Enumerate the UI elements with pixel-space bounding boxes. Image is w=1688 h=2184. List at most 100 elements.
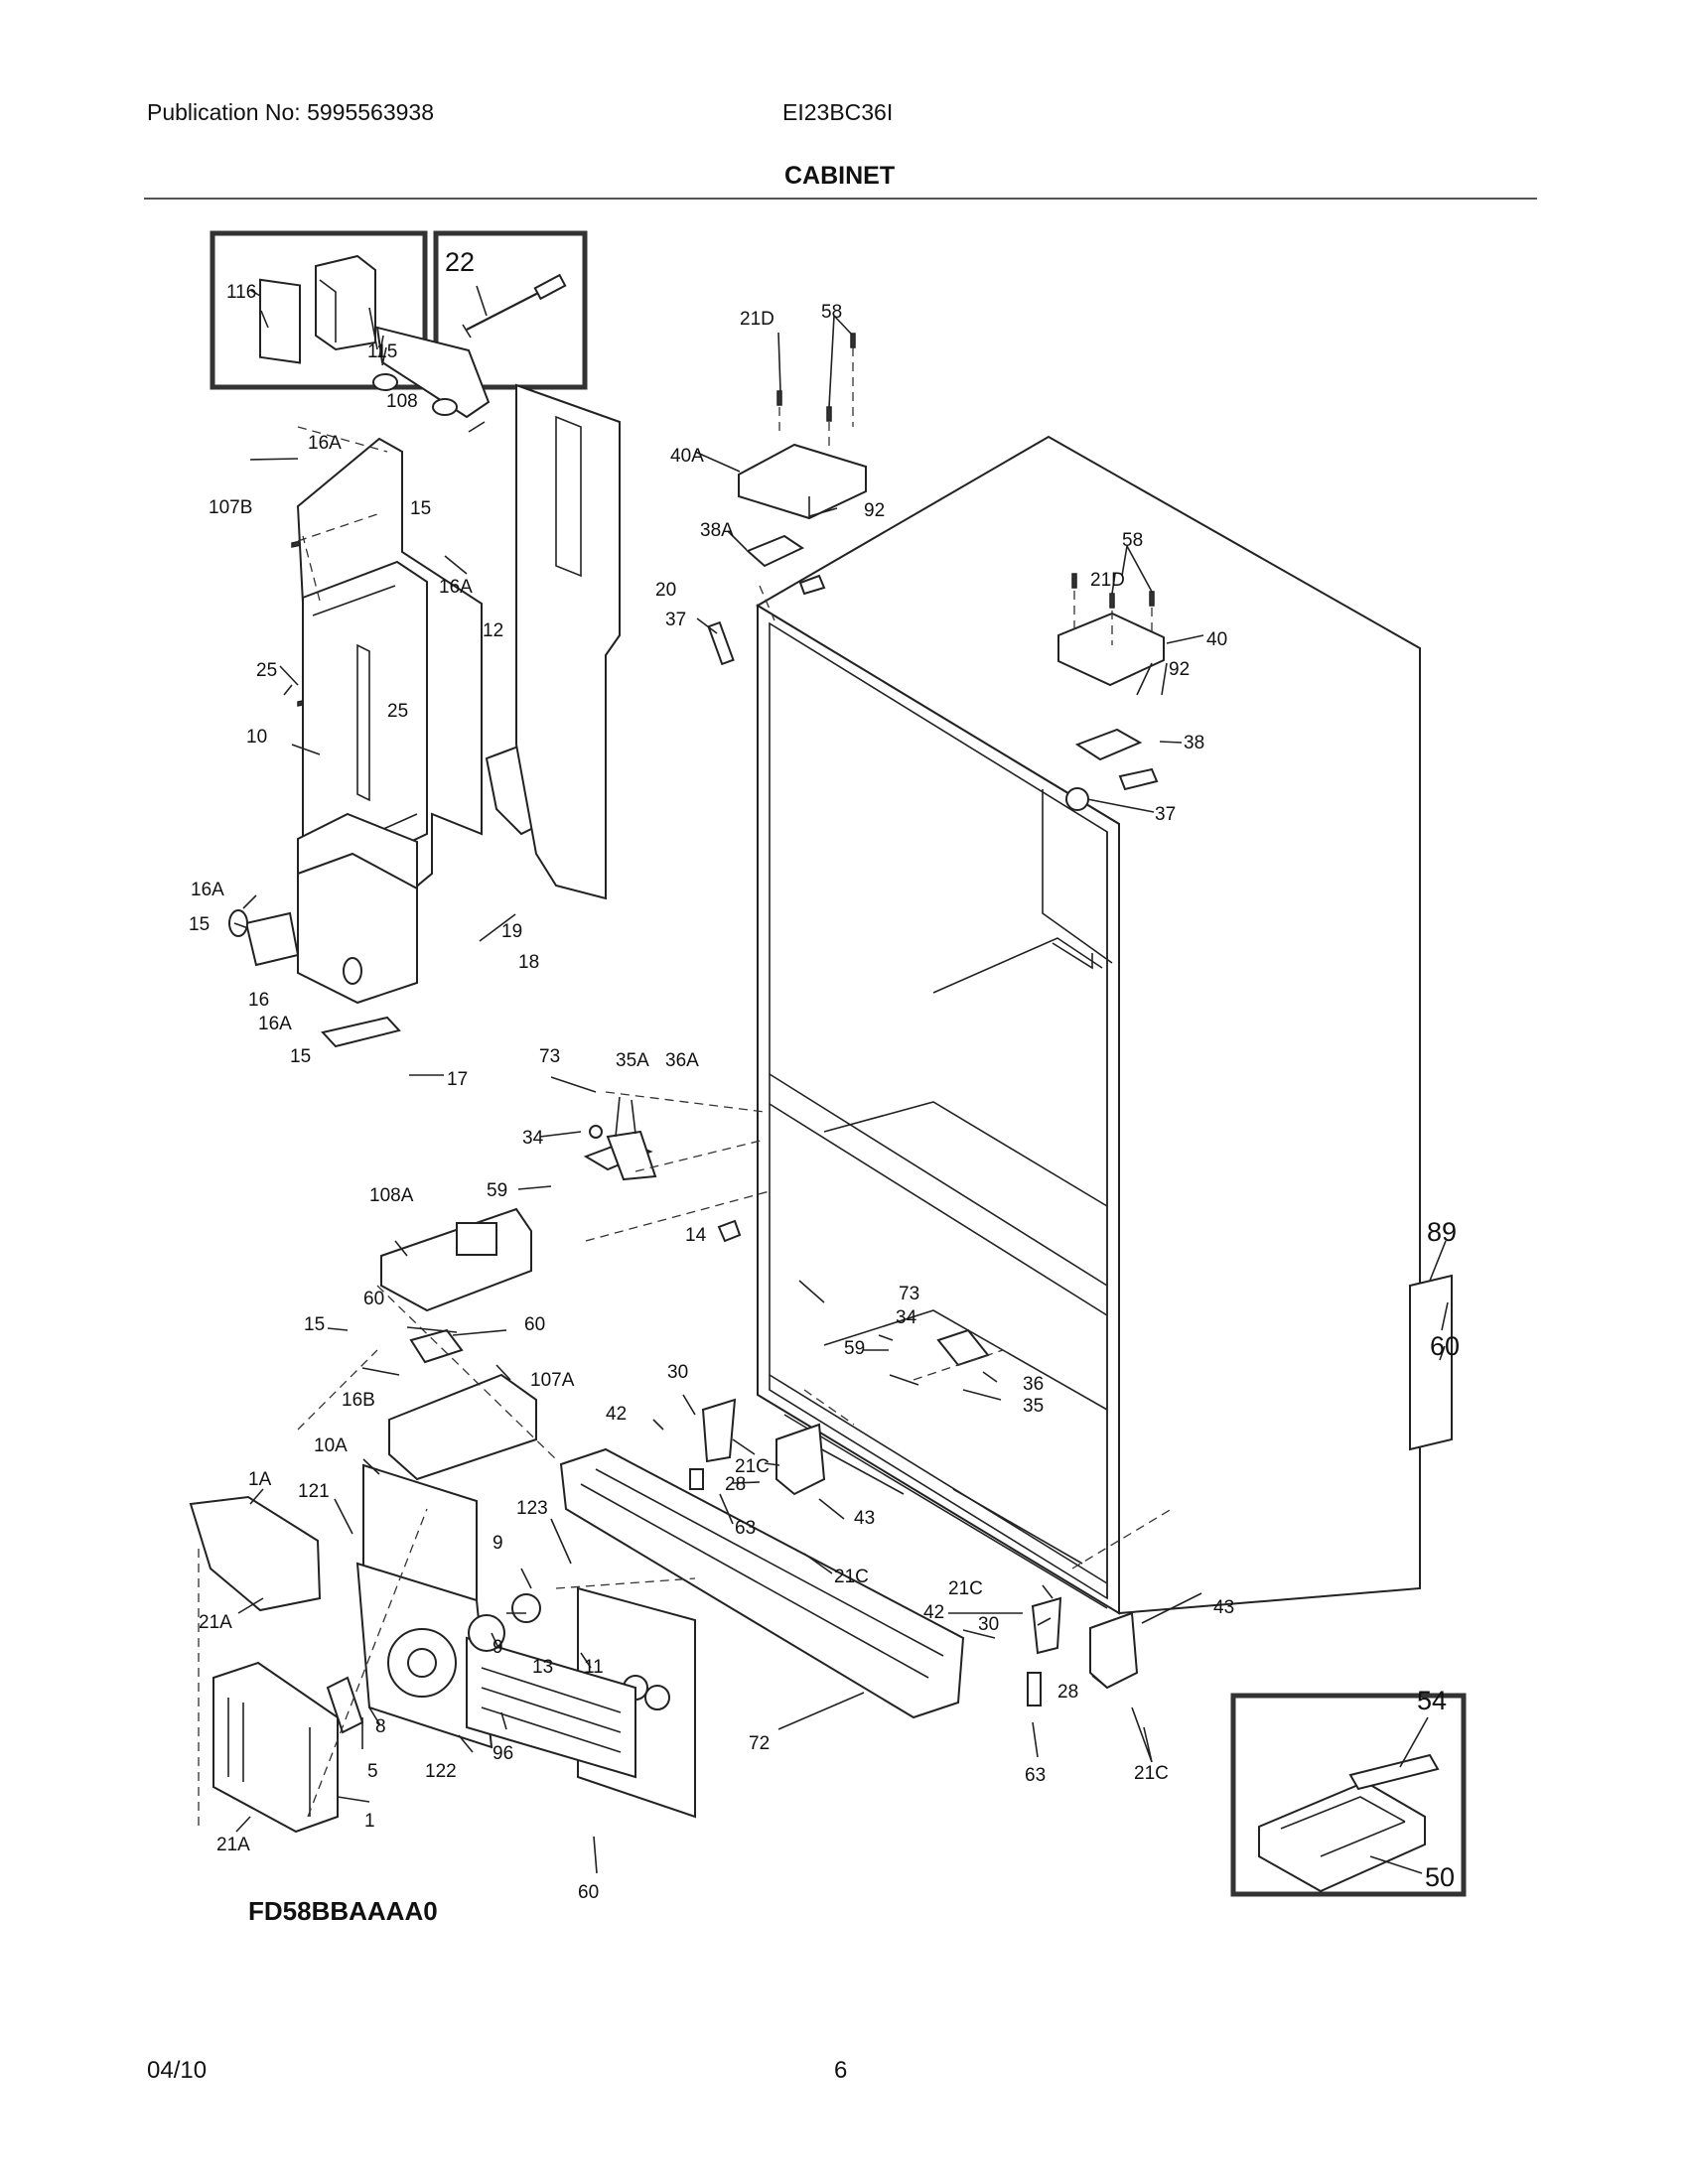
- callout-50: 50: [1425, 1862, 1455, 1892]
- callout-58: 58: [1122, 530, 1143, 551]
- callout-92: 92: [864, 500, 885, 521]
- callout-21d: 21D: [1090, 570, 1125, 591]
- callout-13: 13: [532, 1657, 553, 1678]
- callout-63: 63: [1025, 1765, 1046, 1786]
- callout-8: 8: [375, 1716, 386, 1737]
- callout-43: 43: [854, 1508, 875, 1529]
- dispenser-bezel: [189, 1495, 364, 1834]
- callout-116: 116: [226, 282, 256, 303]
- callout-18: 18: [518, 952, 539, 973]
- callout-60: 60: [363, 1289, 384, 1309]
- callout-21d: 21D: [740, 309, 774, 330]
- cabinet-body: [756, 435, 1421, 1615]
- callout-60: 60: [1430, 1331, 1460, 1361]
- callout-96: 96: [492, 1743, 513, 1764]
- callout-43: 43: [1213, 1597, 1234, 1618]
- inset-box-light-assembly: [210, 230, 428, 390]
- callout-107a: 107A: [530, 1370, 575, 1391]
- callout-40: 40: [1206, 629, 1227, 650]
- callout-21a: 21A: [216, 1835, 250, 1855]
- callout-16a: 16A: [439, 577, 473, 598]
- callout-30: 30: [978, 1614, 999, 1635]
- model-code: FD58BBAAAA0: [248, 1896, 438, 1926]
- callout-16b: 16B: [342, 1390, 375, 1411]
- callout-42: 42: [606, 1404, 627, 1425]
- callout-15: 15: [304, 1314, 325, 1335]
- callout-38: 38: [1184, 733, 1204, 753]
- callout-54: 54: [1417, 1686, 1447, 1715]
- callout-35: 35: [1023, 1396, 1044, 1417]
- air-diffuser-assembly: [380, 1207, 742, 1481]
- callout-37: 37: [1155, 804, 1176, 825]
- upper-hinge-left: [707, 443, 867, 666]
- callout-16a: 16A: [258, 1014, 292, 1034]
- footer-date: 04/10: [147, 2057, 208, 2084]
- callout-60: 60: [578, 1882, 599, 1903]
- callout-21a: 21A: [199, 1612, 232, 1633]
- page-number: 6: [834, 2057, 848, 2084]
- callout-42: 42: [923, 1602, 944, 1623]
- callout-36a: 36A: [665, 1050, 699, 1071]
- callout-58: 58: [821, 302, 842, 323]
- callout-59: 59: [487, 1180, 507, 1201]
- callout-15: 15: [189, 914, 210, 935]
- callout-12: 12: [483, 620, 503, 641]
- callout-121: 121: [298, 1481, 330, 1502]
- header-rule: [144, 198, 1537, 200]
- callout-28: 28: [725, 1474, 746, 1495]
- inset-box-drawer: [1230, 1693, 1467, 1897]
- side-panel: [1409, 1274, 1453, 1451]
- callout-28: 28: [1057, 1682, 1078, 1703]
- callout-1: 1: [364, 1811, 375, 1832]
- callout-17: 17: [447, 1069, 468, 1090]
- front-grille: [559, 1447, 965, 1719]
- callout-35a: 35A: [616, 1050, 649, 1071]
- callout-73: 73: [899, 1284, 919, 1304]
- callout-9: 9: [492, 1637, 503, 1658]
- callout-72: 72: [749, 1733, 770, 1754]
- insulation-panel: [515, 383, 621, 900]
- callout-92: 92: [1169, 659, 1190, 680]
- callout-20: 20: [655, 580, 676, 601]
- callout-108: 108: [386, 391, 418, 412]
- callout-63: 63: [735, 1518, 756, 1539]
- callout-123: 123: [516, 1498, 548, 1519]
- callout-22: 22: [445, 247, 475, 277]
- exploded-leader-dashes: [198, 347, 1173, 1827]
- callout-21c: 21C: [735, 1456, 770, 1477]
- callout-21c: 21C: [1134, 1763, 1169, 1784]
- callout-21c: 21C: [834, 1567, 869, 1587]
- callout-108a: 108A: [369, 1185, 414, 1206]
- callout-10: 10: [246, 727, 267, 748]
- callout-34: 34: [896, 1307, 917, 1328]
- callout-16: 16: [248, 990, 269, 1011]
- callout-34: 34: [522, 1128, 544, 1149]
- callout-15: 15: [290, 1046, 311, 1067]
- callout-115: 115: [367, 341, 397, 362]
- callout-16a: 16A: [308, 433, 342, 454]
- evaporator-cover: [355, 1463, 696, 1819]
- callout-60: 60: [524, 1314, 545, 1335]
- callout-10a: 10A: [314, 1435, 348, 1456]
- callout-25: 25: [387, 701, 408, 722]
- callout-labels: 116 115 22 108 16A 107B 15 16A 12 20 25 …: [189, 247, 1460, 1903]
- callout-73: 73: [539, 1046, 560, 1067]
- callout-14: 14: [685, 1225, 707, 1246]
- callout-1a: 1A: [248, 1469, 272, 1490]
- callout-16a: 16A: [191, 880, 224, 900]
- callout-107b: 107B: [209, 497, 252, 518]
- inset-box-sensor: [433, 230, 588, 390]
- section-title: CABINET: [784, 162, 896, 190]
- callout-36: 36: [1023, 1374, 1044, 1395]
- callout-leaders: [233, 310, 1449, 1874]
- callout-5: 5: [367, 1761, 378, 1782]
- callout-122: 122: [425, 1761, 457, 1782]
- callout-40a: 40A: [670, 446, 704, 467]
- callout-30: 30: [667, 1362, 688, 1383]
- callout-11: 11: [584, 1657, 604, 1678]
- lower-hinge-left: [689, 1398, 826, 1496]
- callout-38a: 38A: [700, 520, 734, 541]
- lower-hinge-right: [1027, 1596, 1139, 1706]
- callout-37: 37: [665, 610, 686, 630]
